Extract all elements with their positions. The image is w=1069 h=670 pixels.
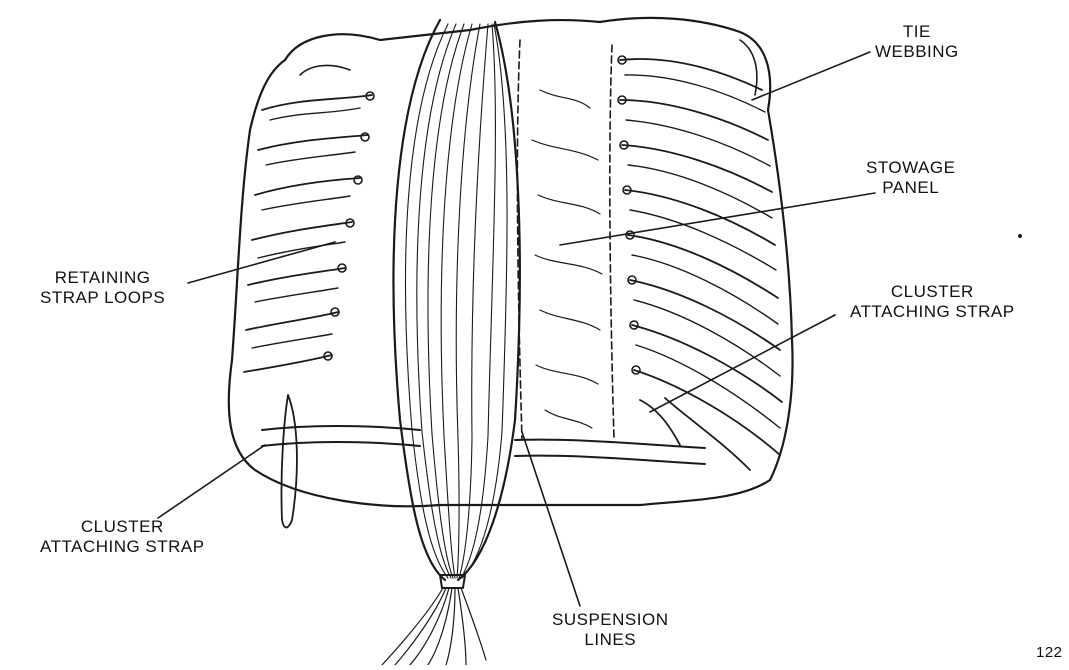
label-cluster-left-line1: CLUSTER — [40, 517, 205, 537]
label-tie-webbing-line1: TIE — [875, 22, 959, 42]
leader-suspension-lines — [522, 432, 580, 606]
left-tie-webbing — [244, 92, 374, 372]
label-suspension-lines: SUSPENSION LINES — [552, 610, 668, 650]
label-stowage-panel-line1: STOWAGE — [866, 158, 955, 178]
leader-cluster-strap-left — [158, 445, 265, 518]
label-stowage-panel: STOWAGE PANEL — [866, 158, 955, 198]
label-suspension-lines-line2: LINES — [552, 630, 668, 650]
label-tie-webbing: TIE WEBBING — [875, 22, 959, 62]
label-cluster-attaching-strap-right: CLUSTER ATTACHING STRAP — [850, 282, 1015, 322]
figure-number: 122 — [1036, 643, 1063, 663]
cluster-straps — [262, 395, 750, 528]
label-cluster-attaching-strap-left: CLUSTER ATTACHING STRAP — [40, 517, 205, 557]
label-stowage-panel-line2: PANEL — [866, 178, 955, 198]
label-retaining-strap-loops-line1: RETAINING — [40, 268, 165, 288]
leader-lines — [158, 52, 875, 606]
label-retaining-strap-loops: RETAINING STRAP LOOPS — [40, 268, 165, 308]
label-cluster-left-line2: ATTACHING STRAP — [40, 537, 205, 557]
label-cluster-right-line2: ATTACHING STRAP — [850, 302, 1015, 322]
leader-stowage-panel — [560, 193, 875, 245]
label-tie-webbing-line2: WEBBING — [875, 42, 959, 62]
stray-mark — [1018, 234, 1022, 238]
leader-cluster-strap-right — [650, 315, 835, 412]
label-suspension-lines-line1: SUSPENSION — [552, 610, 668, 630]
label-cluster-right-line1: CLUSTER — [850, 282, 1015, 302]
stowage-panel — [517, 40, 614, 440]
leader-retaining-strap-loops — [188, 242, 335, 283]
right-tie-webbing — [618, 56, 782, 455]
label-retaining-strap-loops-line2: STRAP LOOPS — [40, 288, 165, 308]
suspension-lines-bundle — [382, 20, 520, 665]
